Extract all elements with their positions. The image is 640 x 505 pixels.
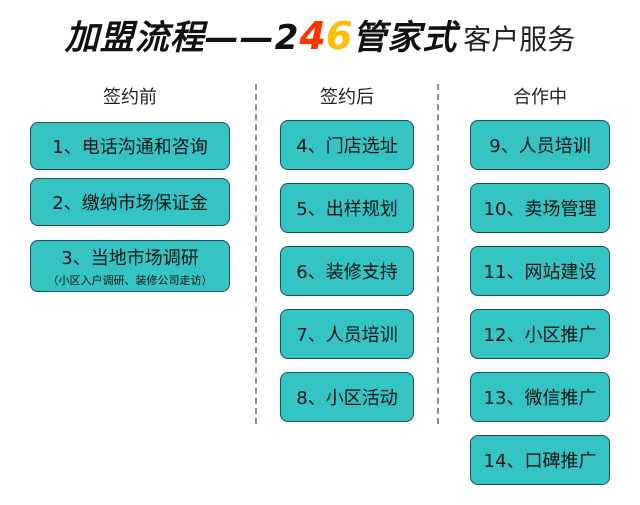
step-box-13: 13、微信推广 — [470, 372, 610, 422]
step-box-1: 1、电话沟通和咨询 — [30, 122, 230, 170]
step-label: 4、门店选址 — [296, 136, 398, 157]
column-divider-right — [437, 84, 439, 424]
step-box-8: 8、小区活动 — [280, 372, 414, 422]
step-box-4: 4、门店选址 — [280, 120, 414, 170]
step-label: 9、人员培训 — [489, 136, 591, 157]
step-label: 6、装修支持 — [296, 262, 398, 283]
step-box-5: 5、出样规划 — [280, 183, 414, 233]
page-title: 加盟流程——246管家式客户服务 — [0, 10, 640, 62]
step-box-14: 14、口碑推广 — [470, 435, 610, 485]
step-label: 12、小区推广 — [483, 325, 597, 346]
step-label: 8、小区活动 — [296, 388, 398, 409]
step-label: 7、人员培训 — [296, 325, 398, 346]
column-heading-before-signing: 签约前 — [103, 87, 157, 108]
column-divider-left — [255, 84, 257, 424]
step-box-7: 7、人员培训 — [280, 309, 414, 359]
step-box-6: 6、装修支持 — [280, 246, 414, 296]
step-sublabel: （小区入户调研、装修公司走访） — [47, 274, 213, 287]
step-box-10: 10、卖场管理 — [470, 183, 610, 233]
step-label: 14、口碑推广 — [483, 451, 597, 472]
column-heading-in-cooperation: 合作中 — [513, 87, 567, 108]
step-label: 3、当地市场调研 — [61, 248, 199, 269]
step-label: 11、网站建设 — [483, 262, 597, 283]
step-label: 13、微信推广 — [483, 388, 597, 409]
step-label: 5、出样规划 — [296, 199, 398, 220]
step-label: 10、卖场管理 — [483, 199, 597, 220]
title-main: 加盟流程——2 — [64, 18, 300, 58]
step-box-11: 11、网站建设 — [470, 246, 610, 296]
step-box-3: 3、当地市场调研 （小区入户调研、装修公司走访） — [30, 240, 230, 292]
step-label: 1、电话沟通和咨询 — [52, 137, 208, 158]
step-box-2: 2、缴纳市场保证金 — [30, 178, 230, 226]
step-label: 2、缴纳市场保证金 — [52, 193, 208, 214]
title-service: 客户服务 — [463, 23, 576, 56]
column-heading-after-signing: 签约后 — [320, 87, 374, 108]
title-steward: 管家式 — [352, 18, 458, 58]
step-box-9: 9、人员培训 — [470, 120, 610, 170]
step-box-12: 12、小区推广 — [470, 309, 610, 359]
title-digit-6: 6 — [325, 14, 353, 58]
title-digit-4: 4 — [299, 14, 326, 58]
